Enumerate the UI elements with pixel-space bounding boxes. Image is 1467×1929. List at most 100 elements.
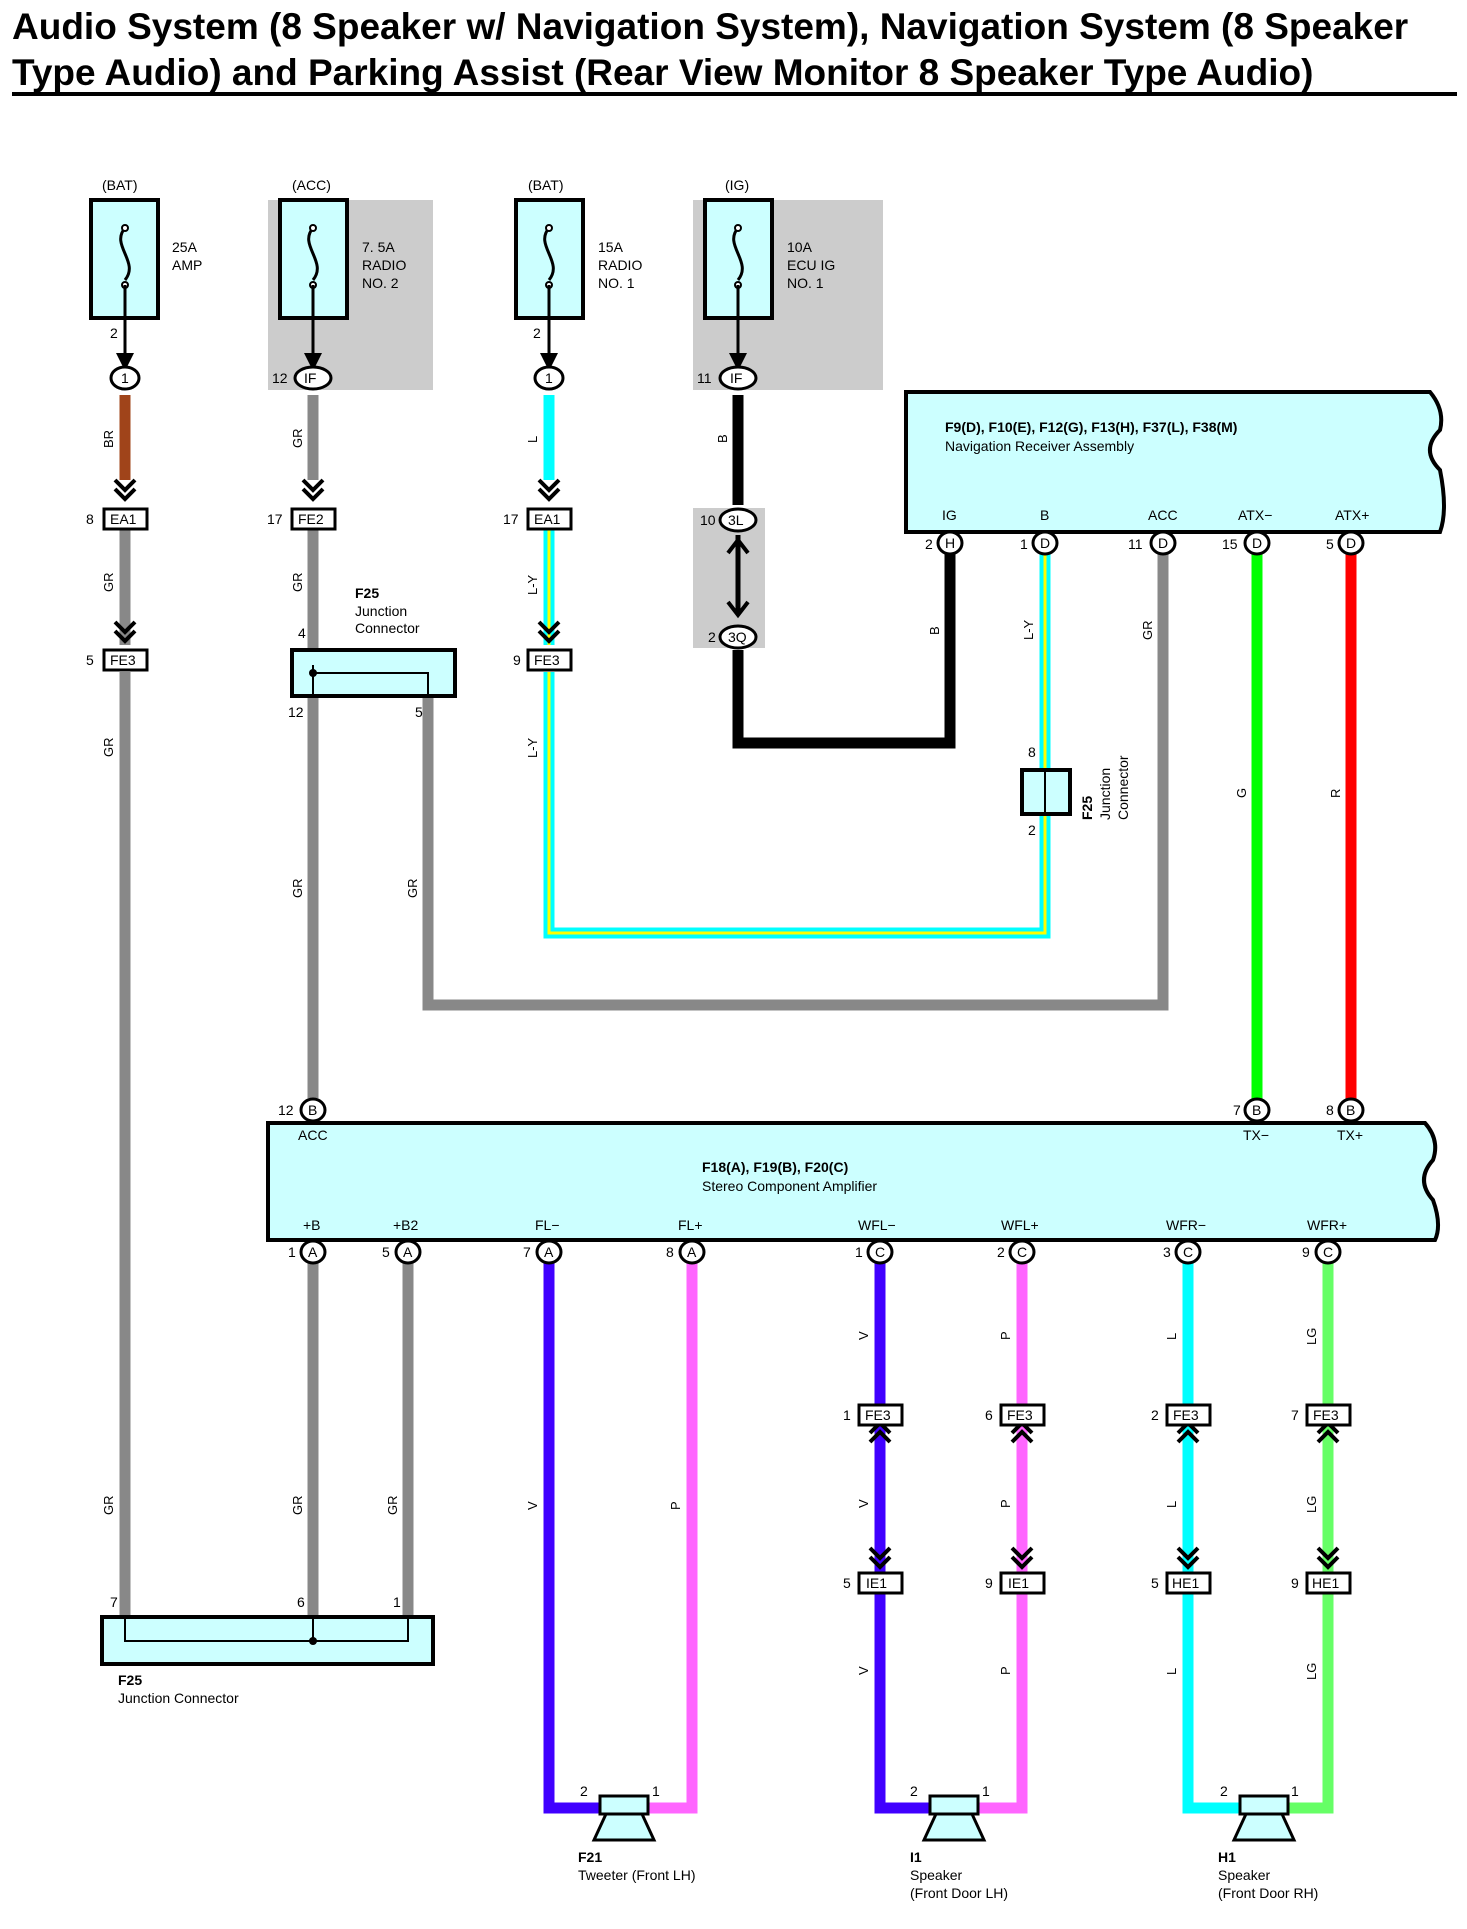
- connector-pin: 8: [86, 511, 94, 527]
- connector-fe3-b: FE3 9: [513, 620, 573, 672]
- connector-pin: 7: [1291, 1407, 1299, 1423]
- amp-top-conn: B: [1252, 1102, 1261, 1118]
- nav-term-conn: D: [1158, 535, 1168, 551]
- amp-term-conn: C: [1183, 1244, 1193, 1260]
- wire-label: L: [525, 436, 540, 443]
- wire-label: V: [856, 1666, 871, 1675]
- amp-ids: F18(A), F19(B), F20(C): [702, 1159, 848, 1175]
- amp-name: Stereo Component Amplifier: [702, 1178, 877, 1194]
- connector-pin: 10: [700, 512, 716, 528]
- amp-top-label: TX+: [1337, 1127, 1363, 1143]
- speaker-pin-left: 2: [580, 1783, 588, 1799]
- amp-bottom-terminals: +B 1 A +B2 5 A FL− 7 A FL+ 8 A WFL− 1 C: [288, 1217, 1347, 1265]
- amp-term-label: +B2: [393, 1217, 419, 1233]
- amp-term-pin: 5: [382, 1244, 390, 1260]
- connector-pin: 1: [843, 1407, 851, 1423]
- wire-p-tweeter: [648, 1262, 698, 1814]
- speaker-name: Tweeter (Front LH): [578, 1867, 695, 1883]
- stereo-component-amplifier: F18(A), F19(B), F20(C) Stereo Component …: [266, 1097, 1440, 1242]
- connector-pin: 17: [503, 511, 519, 527]
- fuse-name-2: NO. 1: [598, 275, 635, 291]
- wire-label: BR: [101, 430, 116, 448]
- connector-pin: 5: [843, 1575, 851, 1591]
- connector-3q: 3Q 2: [708, 624, 758, 650]
- connector-he1-9: HE1 9: [1291, 1546, 1352, 1595]
- wire-label: GR: [290, 879, 305, 899]
- amp-term-label: WFL−: [858, 1217, 896, 1233]
- connector-id: 3L: [728, 512, 744, 528]
- connector-fe3-7: FE3 7: [1291, 1403, 1352, 1444]
- amp-terminal-wfr-minus: WFR− 3 C: [1163, 1217, 1206, 1265]
- wire-label: L-Y: [525, 574, 540, 595]
- speaker-f21-tweeter: 2 1 F21 Tweeter (Front LH): [578, 1783, 695, 1883]
- fuse-conn: 1: [545, 370, 553, 386]
- amp-terminal-wfl-plus: WFL+ 2 C: [997, 1217, 1039, 1265]
- fuse-rating: 10A: [787, 239, 813, 255]
- nav-term-label: ACC: [1148, 507, 1178, 523]
- nav-term-pin: 1: [1020, 536, 1028, 552]
- amp-term-pin: 8: [666, 1244, 674, 1260]
- speaker-id: H1: [1218, 1849, 1236, 1865]
- fuse-rating: 7. 5A: [362, 239, 395, 255]
- wire-gr-6: [422, 553, 1169, 1011]
- wire-lg-fdr: [1287, 1262, 1334, 1814]
- wire-label: L-Y: [1021, 619, 1036, 640]
- fuse-conn: IF: [304, 370, 316, 386]
- connector-fe2: FE2 17: [267, 478, 337, 531]
- speaker-pin-left: 2: [1220, 1783, 1228, 1799]
- nav-term-label: ATX+: [1335, 507, 1369, 523]
- connector-pin: 9: [985, 1575, 993, 1591]
- fuse-name-1: AMP: [172, 257, 202, 273]
- junction-connector-bottom: 7 6 1 F25 Junction Connector: [100, 1594, 435, 1706]
- amp-terminal-fl-minus: FL− 7 A: [523, 1217, 563, 1265]
- wire-label: V: [856, 1499, 871, 1508]
- junction-name-1: Junction: [1097, 768, 1113, 820]
- connector-id: FE3: [1007, 1407, 1033, 1423]
- junction-name: Junction Connector: [118, 1690, 239, 1706]
- connector-id: HE1: [1172, 1575, 1199, 1591]
- nav-term-label: IG: [942, 507, 957, 523]
- connector-pin: 5: [86, 652, 94, 668]
- speaker-name-1: Speaker: [910, 1867, 962, 1883]
- title-underline: [12, 92, 1457, 96]
- amp-top-pin: 7: [1233, 1102, 1241, 1118]
- wire-label: LG: [1304, 1496, 1319, 1513]
- nav-term-conn: D: [1252, 535, 1262, 551]
- speaker-name-2: (Front Door RH): [1218, 1885, 1318, 1901]
- connector-ea1-a: EA1 8: [86, 478, 149, 531]
- nav-term-conn: D: [1346, 535, 1356, 551]
- wire-label: GR: [290, 573, 305, 593]
- wire-l-fdr: [1182, 1262, 1240, 1814]
- wire-label: GR: [290, 1496, 305, 1516]
- connector-fe3-2: FE3 2: [1151, 1403, 1212, 1444]
- connector-id: EA1: [110, 511, 137, 527]
- amp-term-conn: A: [544, 1244, 554, 1260]
- fuse-25a-amp: (BAT) 25A AMP 2 1: [89, 177, 202, 391]
- connector-pin: 17: [267, 511, 283, 527]
- connector-pin: 9: [1291, 1575, 1299, 1591]
- fuse-rating: 25A: [172, 239, 198, 255]
- wire-label: B: [715, 434, 730, 443]
- lower-inline-connectors: FE3 1 FE3 6 FE3 2 FE3 7 IE1 5: [843, 1403, 1352, 1595]
- connector-3l: 3L 10: [700, 507, 758, 619]
- connector-ie1-9: IE1 9: [985, 1546, 1046, 1595]
- fuse-name-2: NO. 2: [362, 275, 399, 291]
- wire-ly-b-stripe: [547, 672, 1047, 935]
- connector-pin: 2: [708, 629, 716, 645]
- speaker-name-1: Speaker: [1218, 1867, 1270, 1883]
- fuse-7-5a-radio-no2: (ACC) 7. 5A RADIO NO. 2 12 IF: [272, 177, 406, 391]
- junction-id: F25: [355, 585, 379, 601]
- nav-ids: F9(D), F10(E), F12(G), F13(H), F37(L), F…: [945, 419, 1237, 435]
- amp-terminal-fl-plus: FL+ 8 A: [666, 1217, 706, 1265]
- amp-term-label: WFR−: [1166, 1217, 1206, 1233]
- amp-top-label: TX−: [1243, 1127, 1269, 1143]
- fuse-rating: 15A: [598, 239, 624, 255]
- connector-id: FE2: [298, 511, 324, 527]
- fuse-conn-pin: 12: [272, 370, 288, 386]
- junction-pin: 6: [297, 1594, 305, 1610]
- shade-3l3q: [693, 508, 765, 648]
- wire-label: GR: [290, 429, 305, 449]
- connector-id: IE1: [1008, 1575, 1029, 1591]
- junction-id: F25: [1079, 796, 1095, 820]
